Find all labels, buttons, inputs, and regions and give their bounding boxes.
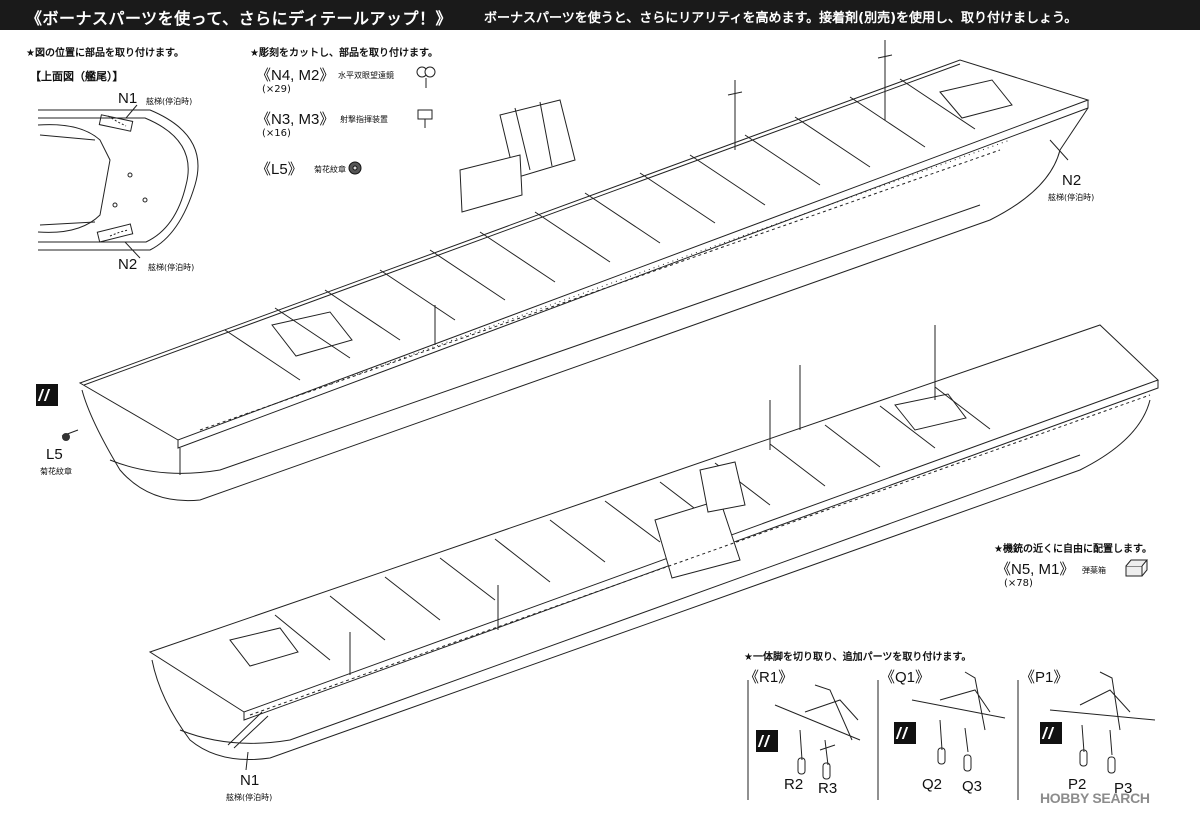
- ammo-qty: (×78): [1004, 578, 1033, 589]
- ammo-name: 弾薬箱: [1082, 566, 1106, 575]
- aircraft-q1: [911, 671, 1006, 772]
- aircraft-p3-label: P3: [1114, 780, 1133, 797]
- ship-n1-label: N1: [240, 772, 260, 789]
- stern-instruction: ★図の位置に部品を取り付けます。: [26, 48, 184, 59]
- aircraft-q1-code: 《Q1》: [880, 669, 931, 686]
- page-title: 《ボーナスパーツを使って、さらにディテールアップ！》: [26, 9, 452, 28]
- watermark-logo: HOBBY SEARCH: [1040, 790, 1150, 806]
- ammo-box-icon: [1125, 559, 1149, 577]
- stern-view-title: 【上面図（艦尾）】: [30, 70, 124, 83]
- binocular-part-icon: [416, 66, 436, 88]
- ship-n2-label: N2: [1062, 172, 1082, 189]
- director-part-icon: [417, 109, 433, 128]
- crest-part-icon: [348, 161, 362, 175]
- ship-l5-label: L5: [46, 446, 63, 463]
- marking-badge-icon: [1040, 722, 1063, 744]
- aircraft-q2-label: Q2: [922, 776, 943, 793]
- header-bar: 《ボーナスパーツを使って、さらにディテールアップ！》 ボーナスパーツを使うと、さ…: [0, 0, 1200, 30]
- ship-l5-desc: 菊花紋章: [40, 467, 72, 476]
- ship-n2-desc: 舷梯(停泊時): [1048, 193, 1095, 202]
- stern-n1-desc: 舷梯(停泊時): [146, 97, 193, 106]
- ammo-instruction: ★機銃の近くに自由に配置します。: [994, 544, 1152, 555]
- ammo-code: 《N5, M1》: [996, 561, 1075, 578]
- aircraft-p1: [1049, 671, 1156, 774]
- stern-top-view: [37, 104, 199, 259]
- aircraft-p1-code: 《P1》: [1020, 669, 1069, 686]
- aircraft-r1: [747, 680, 1019, 800]
- stern-n2-label: N2: [118, 256, 138, 273]
- aircraft-instruction: ★一体脚を切り取り、追加パーツを取り付けます。: [744, 652, 972, 663]
- marking-badge-icon: [36, 384, 59, 406]
- part-n3-qty: (×16): [262, 128, 291, 139]
- engrave-instruction: ★彫刻をカットし、部品を取り付けます。: [250, 48, 438, 59]
- aircraft-q3-label: Q3: [962, 778, 983, 795]
- part-n4-qty: (×29): [262, 84, 291, 95]
- aircraft-r1-code: 《R1》: [744, 669, 794, 686]
- stern-n1-label: N1: [118, 90, 138, 107]
- part-l5-code: 《L5》: [256, 161, 303, 178]
- part-n3-code: 《N3, M3》: [256, 111, 335, 128]
- upper-carrier: [78, 40, 1090, 502]
- part-l5-name: 菊花紋章: [314, 165, 346, 174]
- ship-n1-desc: 舷梯(停泊時): [226, 793, 273, 802]
- marking-badge-icon: [894, 722, 917, 744]
- part-n4-code: 《N4, M2》: [256, 67, 335, 84]
- part-n3-name: 射撃指揮装置: [340, 115, 388, 124]
- page-subtitle: ボーナスパーツを使うと、さらにリアリティを高めます。接着剤(別売)を使用し、取り…: [484, 11, 1078, 26]
- stern-n2-desc: 舷梯(停泊時): [148, 263, 195, 272]
- lower-carrier: [148, 324, 1159, 771]
- marking-badge-icon: [756, 730, 779, 752]
- aircraft-p2-label: P2: [1068, 776, 1087, 793]
- part-n4-name: 水平双眼望遠鏡: [338, 71, 394, 80]
- aircraft-r2-label: R2: [784, 776, 804, 793]
- aircraft-r3-label: R3: [818, 780, 838, 797]
